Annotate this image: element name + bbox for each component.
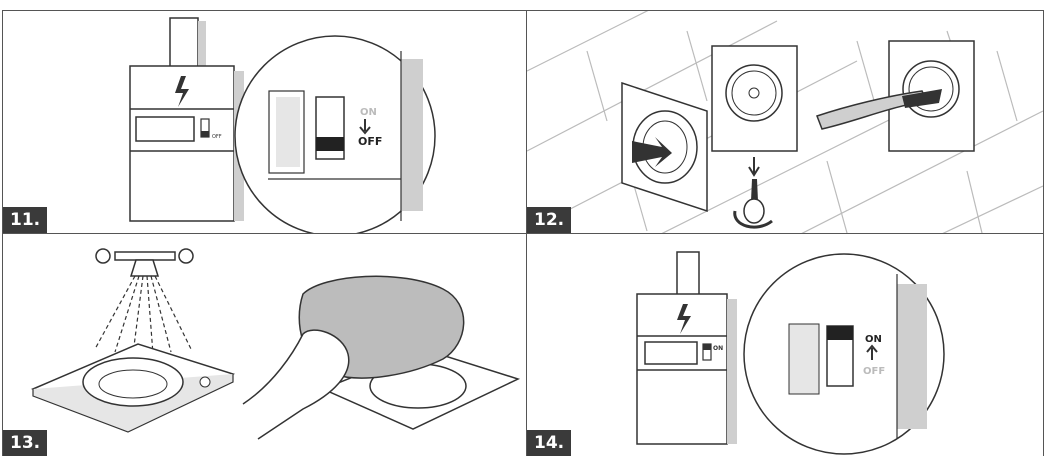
step-label: 11. [3, 207, 47, 233]
cleaning-illustration [3, 234, 526, 456]
switch-off-text: OFF [358, 135, 382, 148]
switch-on-text: ON [360, 107, 377, 118]
water-tap-icon [96, 249, 193, 276]
small-switch-label: ON [713, 345, 723, 352]
switch-off-text: OFF [863, 366, 885, 377]
small-switch-label: OFF [212, 134, 222, 140]
step-label: 14. [527, 430, 571, 456]
water-spray [95, 276, 191, 354]
screwdriver-icon [751, 179, 758, 201]
arrow-down-icon [749, 157, 759, 175]
panel-step-11: OFF ON OFF 11. [3, 11, 526, 233]
switch-on-text: ON [865, 334, 882, 345]
step-label: 13. [3, 430, 47, 456]
switch-off-illustration: OFF ON OFF [3, 11, 526, 233]
panel-step-12: 12. [527, 11, 1043, 233]
remove-fan-illustration [527, 11, 1043, 233]
frame-right [1043, 10, 1044, 456]
switch-on-illustration: ON ON OFF [527, 234, 1043, 456]
panel-step-13: 13. [3, 234, 526, 456]
panel-step-14: ON ON OFF 14. [527, 234, 1043, 456]
hand-icon [243, 330, 349, 439]
step-label: 12. [527, 207, 571, 233]
